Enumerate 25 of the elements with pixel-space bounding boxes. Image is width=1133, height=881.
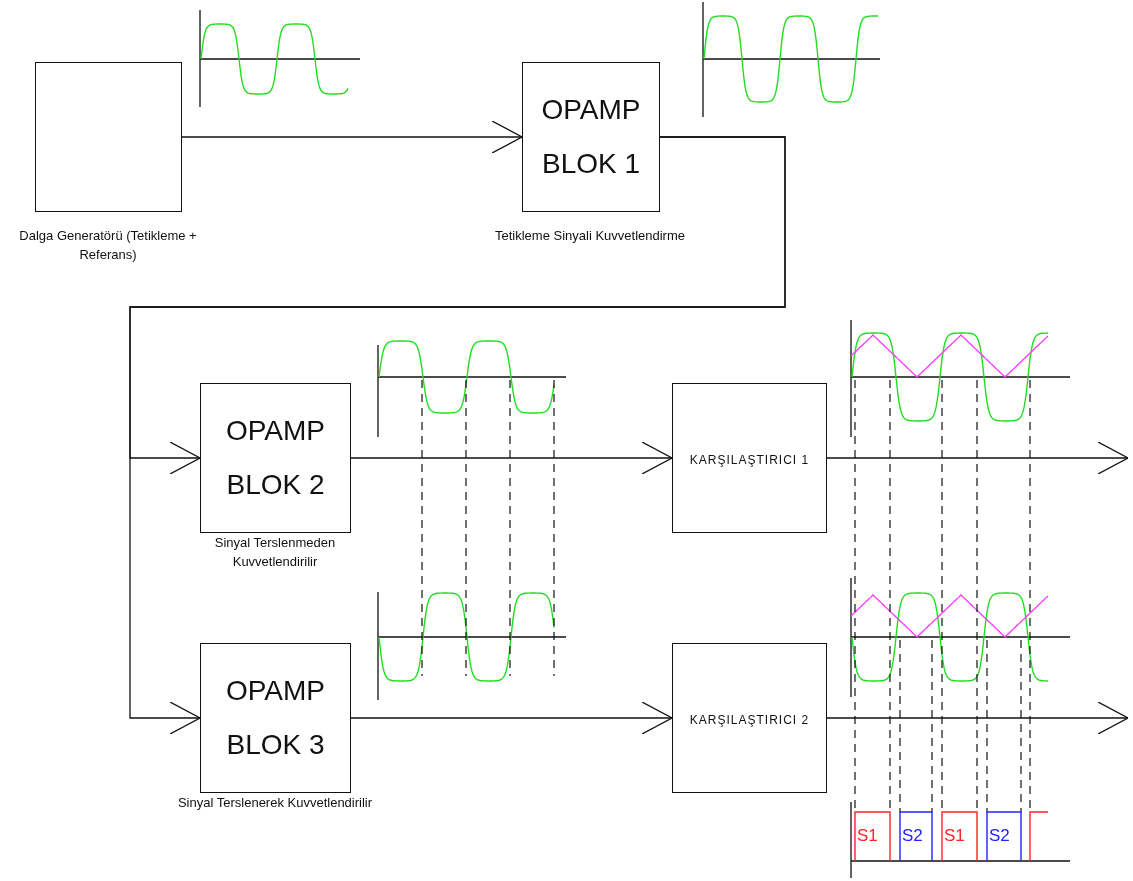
comparator-block bbox=[672, 383, 827, 533]
arrow bbox=[181, 120, 523, 154]
block-title: OPAMP BLOK 2 bbox=[224, 414, 327, 502]
block-title: OPAMP BLOK 3 bbox=[224, 674, 327, 762]
arrow bbox=[826, 441, 1129, 475]
signal-label: S1 bbox=[857, 826, 878, 846]
comparator-block bbox=[672, 643, 827, 793]
arrow bbox=[129, 136, 786, 735]
arrow bbox=[350, 441, 673, 475]
block-label: KARŞILAŞTIRICI 2 bbox=[688, 713, 811, 727]
block-caption: Dalga Generatörü (Tetikleme + Referans) bbox=[18, 227, 198, 264]
arrow bbox=[350, 701, 673, 735]
signal-label: S2 bbox=[989, 826, 1010, 846]
arrow bbox=[826, 701, 1129, 735]
block-caption: Sinyal Terslenerek Kuvvetlendirilir bbox=[176, 794, 374, 812]
signal-label: S2 bbox=[902, 826, 923, 846]
block-caption: Sinyal Terslenmeden Kuvvetlendirilir bbox=[213, 534, 337, 571]
amplifier-block bbox=[522, 62, 660, 212]
block-title: OPAMP BLOK 1 bbox=[540, 93, 642, 181]
amplifier-block bbox=[200, 643, 351, 793]
amplifier-block bbox=[200, 383, 351, 533]
block-caption: Tetikleme Sinyali Kuvvetlendirme bbox=[494, 227, 686, 245]
block-box bbox=[35, 62, 182, 212]
signal-label: S1 bbox=[944, 826, 965, 846]
block-label: KARŞILAŞTIRICI 1 bbox=[688, 453, 811, 467]
